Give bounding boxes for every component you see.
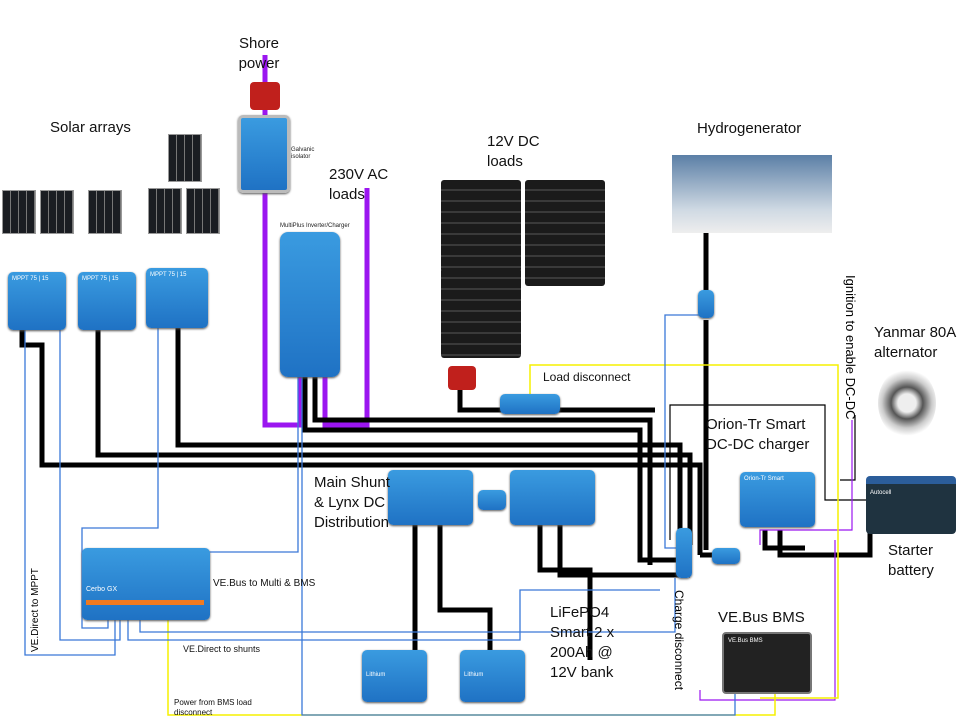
- power-from-bms-label: Power from BMS load disconnect: [174, 698, 252, 717]
- starter-battery-image: Autocell: [866, 476, 956, 534]
- hydro-fuse: [698, 290, 714, 318]
- dc-breaker-panel: [441, 180, 521, 272]
- cerbo-gx: Cerbo GX: [82, 548, 210, 620]
- solar-panel: [186, 188, 220, 234]
- hydrogenerator-image: [672, 155, 832, 233]
- solar-panel: [2, 190, 36, 234]
- mppt-controller: MPPT 75 | 15: [78, 272, 136, 330]
- starter-battery-label: Starter battery: [888, 542, 934, 579]
- dc-breaker-panel: [525, 180, 605, 286]
- orion-label: Orion-Tr Smart DC-DC charger: [706, 416, 810, 453]
- lynx-label: Main Shunt & Lynx DC Distribution: [314, 474, 390, 531]
- dc-loads-label: 12V DC loads: [487, 133, 540, 170]
- ignition-label: Ignition to enable DC-DC: [843, 275, 858, 420]
- multiplus-label: MultiPlus Inverter/Charger: [280, 223, 350, 229]
- ve-direct-mppt-label: VE.Direct to MPPT: [30, 568, 41, 652]
- galvanic-isolator: [238, 115, 290, 193]
- ve-direct-shunts-label: VE.Direct to shunts: [183, 644, 261, 654]
- solar-panel: [168, 134, 202, 182]
- dc-load-switch: [448, 366, 476, 390]
- alternator-image: [878, 368, 936, 438]
- orion-dc-dc-charger: Orion-Tr Smart: [740, 472, 815, 527]
- load-disconnect-switch: [500, 394, 560, 414]
- ve-bus-bms-label: VE.Bus BMS: [718, 609, 805, 626]
- ve-bus-multi-label: VE.Bus to Multi & BMS: [213, 578, 316, 589]
- hydrogenerator-label: Hydrogenerator: [697, 120, 802, 137]
- solar-arrays-label: Solar arrays: [50, 119, 131, 136]
- load-disconnect-label: Load disconnect: [543, 370, 631, 384]
- dc-cables: [19, 233, 873, 660]
- ac-loads-label: 230V AC loads: [329, 166, 389, 203]
- solar-panel: [148, 188, 182, 234]
- multiplus-inverter: [280, 232, 340, 377]
- galvanic-isolator-label: Galvanic isolator: [291, 147, 315, 160]
- ve-bus-bms: VE.Bus BMS: [722, 632, 812, 694]
- dc-breaker-panel: [441, 268, 521, 358]
- charge-disconnect-label: Charge disconnect: [672, 590, 686, 691]
- shore-power-label: Shore power: [238, 35, 280, 72]
- shore-switch: [250, 82, 280, 110]
- mppt-controller: MPPT 75 | 15: [8, 272, 66, 330]
- lifepo4-label: LiFePO4 Smart 2 x 200Ah @ 12V bank: [550, 604, 615, 681]
- solar-panel: [40, 190, 74, 234]
- charge-disconnect-switch: [676, 528, 692, 578]
- lifepo4-battery: Lithium: [362, 650, 427, 702]
- lynx-fuse: [478, 490, 506, 510]
- mppt-controller: MPPT 75 | 15: [146, 268, 208, 328]
- orion-fuse: [712, 548, 740, 564]
- lifepo4-battery: Lithium: [460, 650, 525, 702]
- lynx-shunt: [388, 470, 473, 525]
- alternator-label: Yanmar 80A alternator: [874, 324, 956, 361]
- solar-panel: [88, 190, 122, 234]
- lynx-distributor: [510, 470, 595, 525]
